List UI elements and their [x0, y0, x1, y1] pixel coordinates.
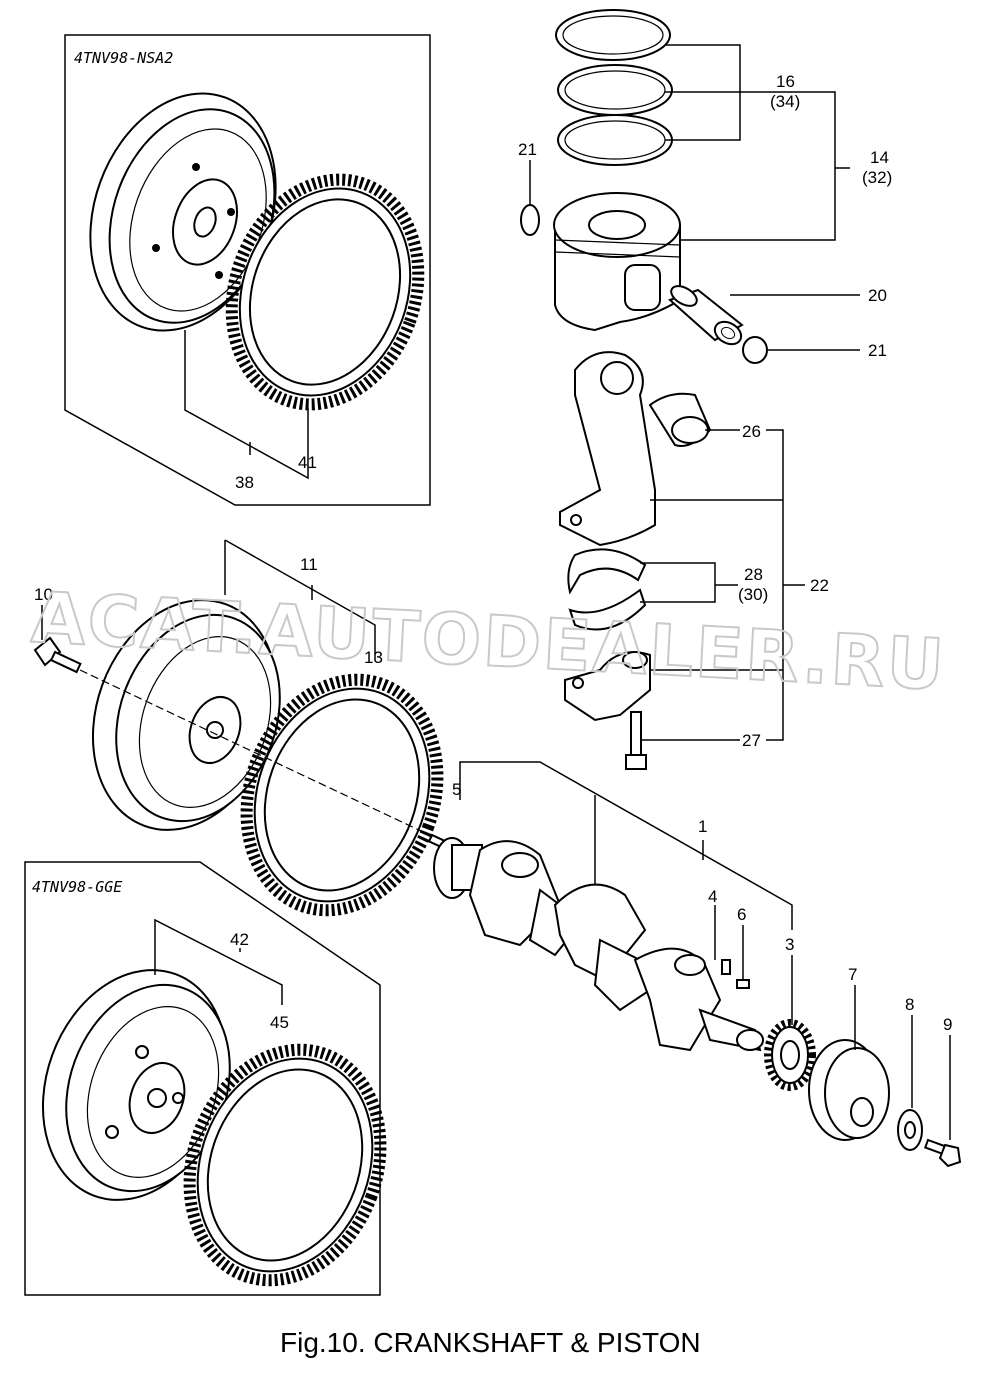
crank-gear-3 — [764, 1019, 816, 1091]
callout-16-qty: (34) — [770, 92, 800, 111]
variant-box-nsa2: 4TNV98-NSA2 38 41 — [64, 34, 431, 506]
callout-10: 10 — [34, 585, 53, 604]
washer-8 — [897, 1109, 923, 1151]
crankshaft-1 — [433, 837, 764, 1052]
ring-gear-41 — [225, 173, 425, 411]
callout-20: 20 — [868, 286, 887, 305]
callout-28-qty: (30) — [738, 585, 768, 604]
rod-cap — [564, 651, 651, 722]
callout-27: 27 — [742, 731, 761, 750]
callout-45: 45 — [270, 1013, 289, 1032]
callout-6: 6 — [737, 905, 746, 924]
callout-26: 26 — [742, 422, 761, 441]
flywheel-bolt-10 — [33, 636, 82, 674]
callout-28: 28 — [744, 565, 763, 584]
connecting-rod-22 — [559, 351, 656, 547]
flywheel-11 — [91, 599, 281, 831]
rod-bolt-27 — [625, 711, 647, 770]
callout-41: 41 — [298, 453, 317, 472]
callout-42: 42 — [230, 930, 249, 949]
figure-caption: Fig.10. CRANKSHAFT & PISTON — [280, 1327, 701, 1358]
circlip-21-left — [520, 204, 540, 236]
callout-21-top: 21 — [518, 140, 537, 159]
callout-38: 38 — [235, 473, 254, 492]
ring-gear-45 — [183, 1043, 387, 1287]
small-end-bushing-26 — [648, 392, 712, 447]
bearing-shells-28 — [567, 548, 647, 631]
callout-22: 22 — [810, 576, 829, 595]
key-4 — [721, 959, 731, 975]
callout-4: 4 — [708, 887, 717, 906]
callout-11: 11 — [300, 555, 318, 574]
variant-label-gge: 4TNV98-GGE — [32, 878, 122, 896]
crank-pulley-7 — [808, 1039, 890, 1141]
callout-1: 1 — [698, 817, 707, 836]
callout-14: 14 — [870, 148, 889, 167]
callout-14-qty: (32) — [862, 168, 892, 187]
ring-gear-13 — [240, 673, 444, 917]
callout-3: 3 — [785, 935, 794, 954]
callout-13: 13 — [364, 648, 383, 667]
callout-8: 8 — [905, 995, 914, 1014]
piston-rings-16 — [555, 9, 673, 166]
callout-21-right: 21 — [868, 341, 887, 360]
callout-16: 16 — [776, 72, 795, 91]
callout-9: 9 — [943, 1015, 952, 1034]
callout-5: 5 — [452, 780, 461, 799]
variant-label-nsa2: 4TNV98-NSA2 — [74, 49, 173, 67]
callout-7: 7 — [848, 965, 857, 984]
circlip-21-right — [742, 336, 768, 364]
variant-box-gge: 4TNV98-GGE 42 45 — [24, 861, 387, 1296]
piston-14 — [553, 192, 681, 332]
key-6 — [736, 979, 750, 989]
piston-pin-20 — [668, 285, 744, 346]
pulley-bolt-9 — [923, 1138, 962, 1168]
